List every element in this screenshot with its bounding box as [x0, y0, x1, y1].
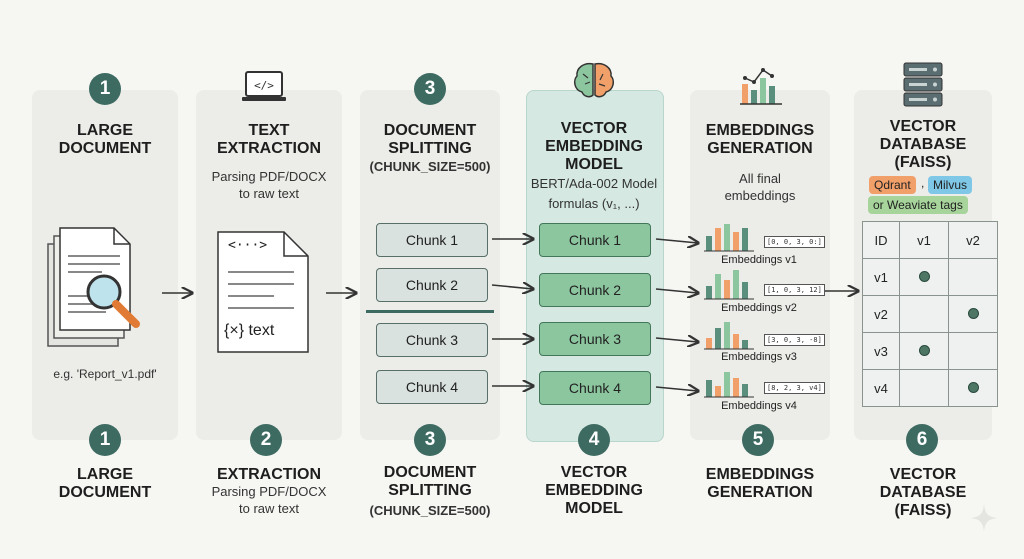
table-cell [899, 258, 949, 296]
svg-text:</>: </> [254, 79, 274, 92]
vector-dot [967, 307, 979, 319]
embedding-chart-3 [704, 322, 754, 350]
tag-separator: , [921, 176, 925, 190]
chunk-2-embedded: Chunk 2 [539, 273, 651, 307]
table-row: v1 [862, 258, 998, 296]
table-cell [948, 295, 998, 333]
bottom-badge-5: 5 [742, 424, 774, 456]
bottom-badge-3: 3 [414, 424, 446, 456]
table-row: v4 [862, 369, 998, 407]
sparkle-icon [970, 504, 998, 532]
table-cell [899, 295, 949, 333]
server-icon [903, 62, 943, 107]
step-badge-1: 1 [89, 73, 121, 105]
row-id: v1 [862, 258, 900, 296]
title-embeddings-generation: EMBEDDINGS GENERATION [705, 122, 815, 157]
table-cell [948, 369, 998, 407]
bottom-desc-extraction: Parsing PDF/DOCX to raw text [211, 484, 327, 516]
title-vector-embedding-model: VECTOR EMBEDDING MODEL [545, 120, 643, 173]
embedding-label-4: Embeddings v4 [721, 400, 797, 412]
bottom-title-large-document: LARGE DOCUMENT [58, 466, 152, 501]
example-filename: e.g. 'Report_v1.pdf' [53, 367, 157, 381]
tag-milvus: Milvus [928, 176, 973, 194]
bottom-badge-1: 1 [89, 424, 121, 456]
vector-dot [918, 344, 930, 356]
desc-embeddings-generation: All final embeddings [724, 171, 796, 203]
table-cell [899, 332, 949, 370]
chunk-4-grey: Chunk 4 [376, 370, 488, 404]
row-id: v3 [862, 332, 900, 370]
bottom-title-extraction: EXTRACTION [217, 466, 321, 483]
document-magnifier-icon [47, 227, 140, 347]
code-text-label: {×} text [224, 322, 275, 339]
table-header-cell: v1 [899, 221, 949, 259]
table-cell [948, 332, 998, 370]
bottom-title-embeddings-generation: EMBEDDINGS GENERATION [705, 466, 815, 501]
embedding-chart-2 [704, 270, 754, 300]
column-embeddings-generation [690, 90, 830, 440]
tag-weaviate: or Weaviate tags [868, 196, 968, 214]
embedding-chart-4 [704, 372, 754, 398]
chunk-4-embedded: Chunk 4 [539, 371, 651, 405]
param-chunk-size: (CHUNK_SIZE=500) [369, 159, 491, 174]
embedding-label-3: Embeddings v3 [721, 351, 797, 363]
split-divider [366, 310, 494, 313]
tag-qdrant: Qdrant [869, 176, 916, 194]
title-document-splitting: DOCUMENT SPLITTING [383, 122, 477, 157]
table-row: v3 [862, 332, 998, 370]
table-header-row: ID v1 v2 [862, 221, 998, 259]
chunk-3-grey: Chunk 3 [376, 323, 488, 357]
vector-db-table: ID v1 v2 v1 v2 v3 v4 [862, 221, 998, 407]
embedding-vector-1: [0, 0, 3, 0:] [764, 236, 825, 248]
table-cell [948, 258, 998, 296]
embedding-label-1: Embeddings v1 [721, 254, 797, 266]
chunk-1-embedded: Chunk 1 [539, 223, 651, 257]
bar-chart-icon [740, 68, 782, 105]
brain-icon [573, 62, 615, 98]
bottom-badge-4: 4 [578, 424, 610, 456]
vector-dot [918, 270, 930, 282]
bottom-param-chunk-size: (CHUNK_SIZE=500) [369, 503, 491, 518]
chunk-2-grey: Chunk 2 [376, 268, 488, 302]
embedding-vector-2: [1, 0, 3, 12] [764, 284, 825, 296]
row-id: v4 [862, 369, 900, 407]
embedding-chart-1 [704, 224, 754, 252]
title-large-document: LARGE DOCUMENT [58, 122, 152, 157]
bottom-badge-2: 2 [250, 424, 282, 456]
bottom-title-vector-embedding-model: VECTOR EMBEDDING MODEL [545, 464, 643, 517]
desc-vector-embedding-model: BERT/Ada-002 Model formulas (v₁, ...) [530, 176, 658, 211]
table-row: v2 [862, 295, 998, 333]
laptop-code-icon: </> [242, 71, 286, 101]
vector-dot [967, 381, 979, 393]
embedding-vector-3: [3, 0, 3, -8] [764, 334, 825, 346]
table-header-cell: v2 [948, 221, 998, 259]
chunk-3-embedded: Chunk 3 [539, 322, 651, 356]
bottom-title-document-splitting: DOCUMENT SPLITTING [383, 464, 477, 499]
title-vector-database: VECTOR DATABASE (FAISS) [879, 118, 967, 171]
table-cell [899, 369, 949, 407]
chunk-1-grey: Chunk 1 [376, 223, 488, 257]
desc-text-extraction: Parsing PDF/DOCX to raw text [211, 169, 327, 201]
code-tag-text: <···> [228, 238, 268, 253]
bottom-badge-6: 6 [906, 424, 938, 456]
step-badge-3: 3 [414, 73, 446, 105]
code-document-icon [217, 231, 309, 353]
table-header-cell: ID [862, 221, 900, 259]
title-text-extraction: TEXT EXTRACTION [217, 122, 321, 157]
bottom-title-vector-database: VECTOR DATABASE (FAISS) [879, 466, 967, 519]
row-id: v2 [862, 295, 900, 333]
embedding-vector-4: [8, 2, 3, v4] [764, 382, 825, 394]
embedding-label-2: Embeddings v2 [721, 302, 797, 314]
